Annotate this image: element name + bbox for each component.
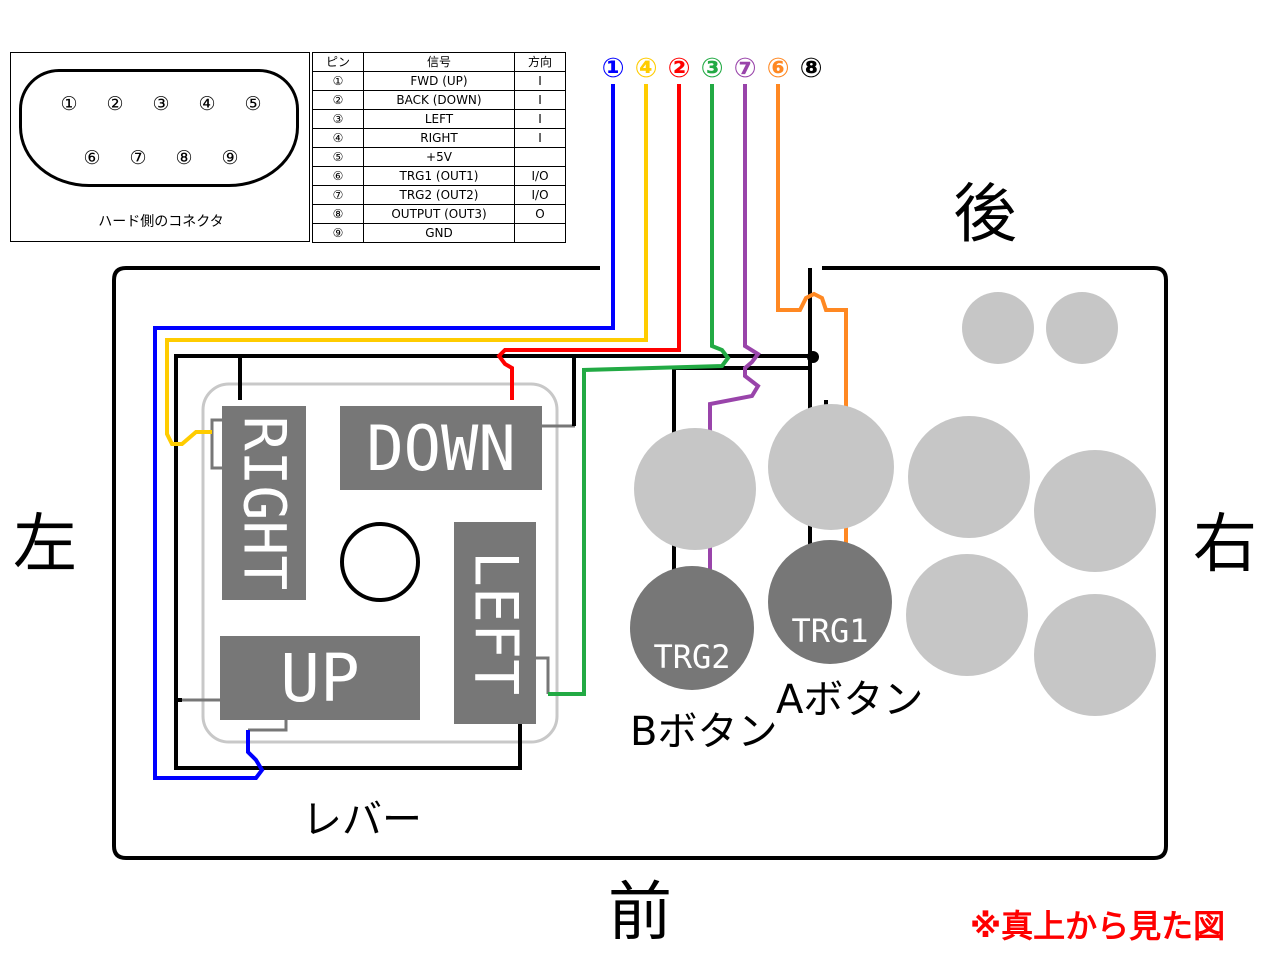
- a-button-caption: Aボタン: [776, 677, 924, 723]
- lever-right-block: RIGHT: [222, 406, 306, 600]
- direction-right: 右: [1193, 508, 1257, 582]
- pin-label: ⑨: [221, 147, 239, 169]
- button-b: TRG2: [630, 566, 754, 690]
- table-cell: GND: [363, 223, 515, 243]
- pin-label: ①: [60, 93, 78, 115]
- button-b-label: TRG2: [653, 638, 731, 676]
- lever-down-block: DOWN: [340, 406, 542, 490]
- table-header-row: ピン 信号 方向: [312, 52, 566, 72]
- wire-number: ⑥: [766, 53, 790, 84]
- pin-label: ⑧: [175, 147, 193, 169]
- pin-label: ⑥: [83, 147, 101, 169]
- lever-down-label: DOWN: [366, 411, 516, 485]
- wire-2-red: [496, 84, 681, 400]
- lever-right-label: RIGHT: [230, 415, 299, 591]
- top-view-note: ※真上から見た図: [970, 907, 1226, 945]
- button-a: TRG1: [768, 540, 892, 664]
- button-a-label: TRG1: [791, 612, 869, 650]
- lever-caption: レバー: [302, 797, 422, 843]
- pin-label: ②: [106, 93, 124, 115]
- wire-number: ①: [601, 53, 625, 84]
- wire-number: ④: [634, 53, 658, 84]
- direction-left: 左: [13, 508, 77, 582]
- wire-4-yellow: [165, 84, 648, 446]
- button-small: [1046, 292, 1118, 364]
- b-button-caption: Bボタン: [630, 709, 778, 755]
- direction-back: 後: [953, 178, 1017, 252]
- lever-panel-outline: [201, 382, 559, 744]
- wire-3-green: [548, 84, 731, 696]
- lever-up-block: UP: [220, 636, 420, 720]
- pin-label: ④: [198, 93, 216, 115]
- pin-label: ③: [152, 93, 170, 115]
- table-cell: OUTPUT (OUT3): [363, 204, 515, 224]
- table-cell: TRG1 (OUT1): [363, 166, 515, 186]
- controller-outline: [112, 266, 1168, 860]
- wire-number: ③: [700, 53, 724, 84]
- button-small: [962, 292, 1034, 364]
- table-cell: I/O: [514, 185, 566, 205]
- table-cell: [514, 223, 566, 243]
- table-cell: FWD (UP): [363, 71, 515, 91]
- pin-label: ⑦: [129, 147, 147, 169]
- button-lower: [906, 554, 1028, 676]
- lever-up-label: UP: [280, 639, 360, 717]
- table-row: ⑤+5V: [312, 147, 566, 167]
- pin-label: ⑤: [244, 93, 262, 115]
- wire-number: ②: [667, 53, 691, 84]
- wire-number: ⑧: [799, 53, 823, 84]
- lever-ball: [340, 522, 420, 602]
- button-lower: [1034, 594, 1156, 716]
- wire-1-blue: [153, 84, 615, 780]
- db9-connector-outline: [19, 69, 299, 187]
- lever-left-label: LEFT: [460, 550, 530, 696]
- table-cell: BACK (DOWN): [363, 90, 515, 110]
- table-header: 信号: [363, 52, 515, 72]
- wire-6-orange: [776, 84, 848, 600]
- wire-7-purple: [708, 84, 761, 630]
- button-upper: [1034, 450, 1156, 572]
- direction-front: 前: [608, 876, 672, 950]
- button-upper: [768, 404, 894, 530]
- button-upper: [908, 416, 1030, 538]
- wire-number: ⑦: [733, 53, 757, 84]
- button-upper: [634, 428, 756, 550]
- connector-caption: ハード側のコネクタ: [98, 214, 224, 230]
- connector-diagram: ① ② ③ ④ ⑤ ⑥ ⑦ ⑧ ⑨ ハード側のコネクタ: [10, 52, 310, 242]
- lever-left-block: LEFT: [454, 522, 536, 724]
